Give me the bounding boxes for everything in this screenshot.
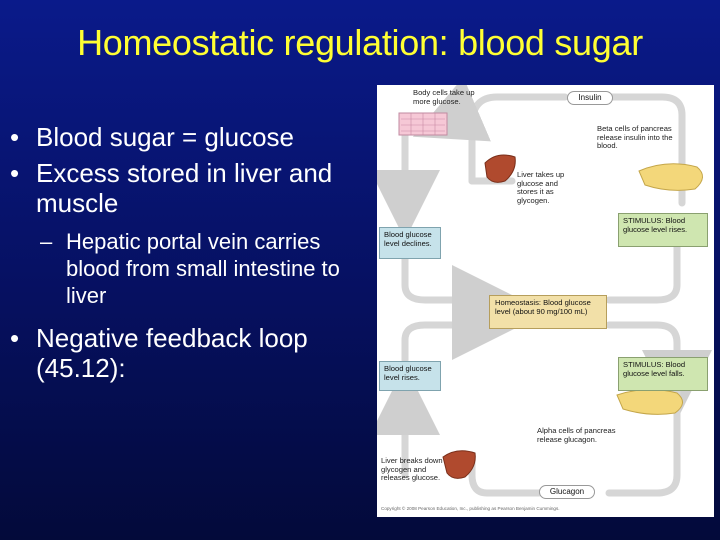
feedback-loop-diagram: Body cells take up more glucose. Insulin…: [377, 85, 714, 517]
insulin-label: Insulin: [567, 91, 613, 105]
glucagon-label: Glucagon: [539, 485, 595, 499]
arrow-to-body-cells: [412, 85, 491, 142]
body-cells-label: Body cells take up more glucose.: [413, 88, 475, 106]
bullet-marker: •: [10, 122, 20, 152]
liver-takes-label: Liver takes up glucose and stores it as …: [517, 170, 565, 205]
diagram-graphics: [377, 85, 712, 497]
homeostasis-box: Homeostasis: Blood glucose level (about …: [489, 295, 607, 329]
bullet-list: • Blood sugar = glucose • Excess stored …: [10, 122, 375, 389]
arrow-to-glucagon: [605, 386, 681, 497]
copyright-text: Copyright © 2008 Pearson Education, Inc.…: [381, 506, 560, 511]
sub-bullet-marker: –: [40, 229, 53, 254]
declines-box: Blood glucose level declines.: [379, 227, 441, 259]
stimulus-falls-box: STIMULUS: Blood glucose level falls.: [618, 357, 708, 391]
stimulus-rises-box: STIMULUS: Blood glucose level rises.: [618, 213, 708, 247]
sub-bullet-text: Hepatic portal vein carries blood from s…: [66, 229, 340, 308]
bullet-text: Negative feedback loop (45.12):: [36, 323, 308, 383]
body-cells-texture: [401, 113, 445, 135]
liver-breaks-label: Liver breaks down glycogen and releases …: [381, 456, 443, 483]
bullet-text: Excess stored in liver and muscle: [36, 158, 333, 218]
arrow-to-insulin: [605, 93, 686, 207]
arrow-homeostasis-to-rise: [605, 231, 681, 304]
arrow-to-homeostasis-left: [401, 251, 522, 335]
bullet-text: Blood sugar = glucose: [36, 122, 295, 152]
bullet-item: • Excess stored in liver and muscle: [10, 158, 375, 218]
arrow-to-homeostasis-right: [401, 290, 522, 364]
sub-bullet-item: – Hepatic portal vein carries blood from…: [10, 228, 375, 309]
slide-title: Homeostatic regulation: blood sugar: [77, 22, 643, 63]
arrow-glucagon-to-liver: [468, 451, 543, 497]
liver-icon: [484, 154, 516, 183]
bullet-marker: •: [10, 158, 20, 188]
pancreas-icon: [638, 163, 703, 191]
rises-box: Blood glucose level rises.: [379, 361, 441, 391]
bullet-item: • Negative feedback loop (45.12):: [10, 323, 375, 383]
alpha-cells-label: Alpha cells of pancreas release glucagon…: [537, 426, 616, 444]
arrow-to-stimulus-falls: [605, 321, 712, 420]
bullet-item: • Blood sugar = glucose: [10, 122, 375, 152]
beta-cells-label: Beta cells of pancreas release insulin i…: [597, 124, 673, 151]
liver-icon: [442, 450, 476, 479]
bullet-marker: •: [10, 323, 20, 353]
pancreas-icon: [616, 389, 683, 415]
